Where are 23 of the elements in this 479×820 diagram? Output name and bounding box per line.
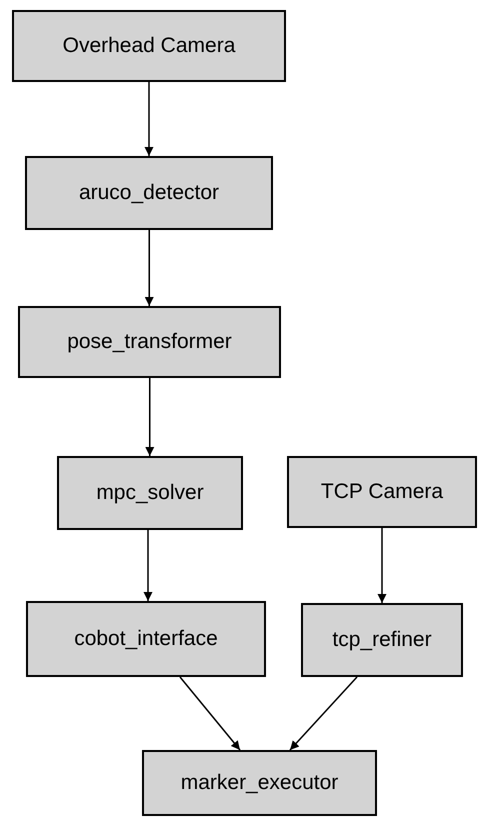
arrow	[289, 676, 358, 750]
process-box	[18, 306, 281, 378]
box-label: pose_transformer	[67, 330, 232, 354]
process-box	[301, 603, 463, 677]
arrow	[179, 676, 241, 750]
process-box	[25, 156, 273, 230]
box-label: aruco_detector	[78, 181, 220, 205]
process-box	[142, 750, 377, 816]
box-label: tcp_refiner	[332, 628, 432, 652]
process-box	[12, 10, 286, 82]
arrow	[144, 530, 152, 601]
process-box	[26, 601, 266, 677]
box-label: mpc_solver	[96, 481, 204, 505]
arrow	[378, 528, 386, 603]
process-box	[287, 456, 477, 528]
box-label: Overhead Camera	[62, 34, 236, 58]
arrow	[145, 378, 154, 456]
box-label: TCP Camera	[320, 480, 444, 504]
box-label: cobot_interface	[74, 627, 218, 651]
arrow	[144, 82, 154, 156]
box-label: marker_executor	[180, 771, 338, 795]
arrow	[144, 230, 154, 306]
process-box	[57, 456, 243, 530]
